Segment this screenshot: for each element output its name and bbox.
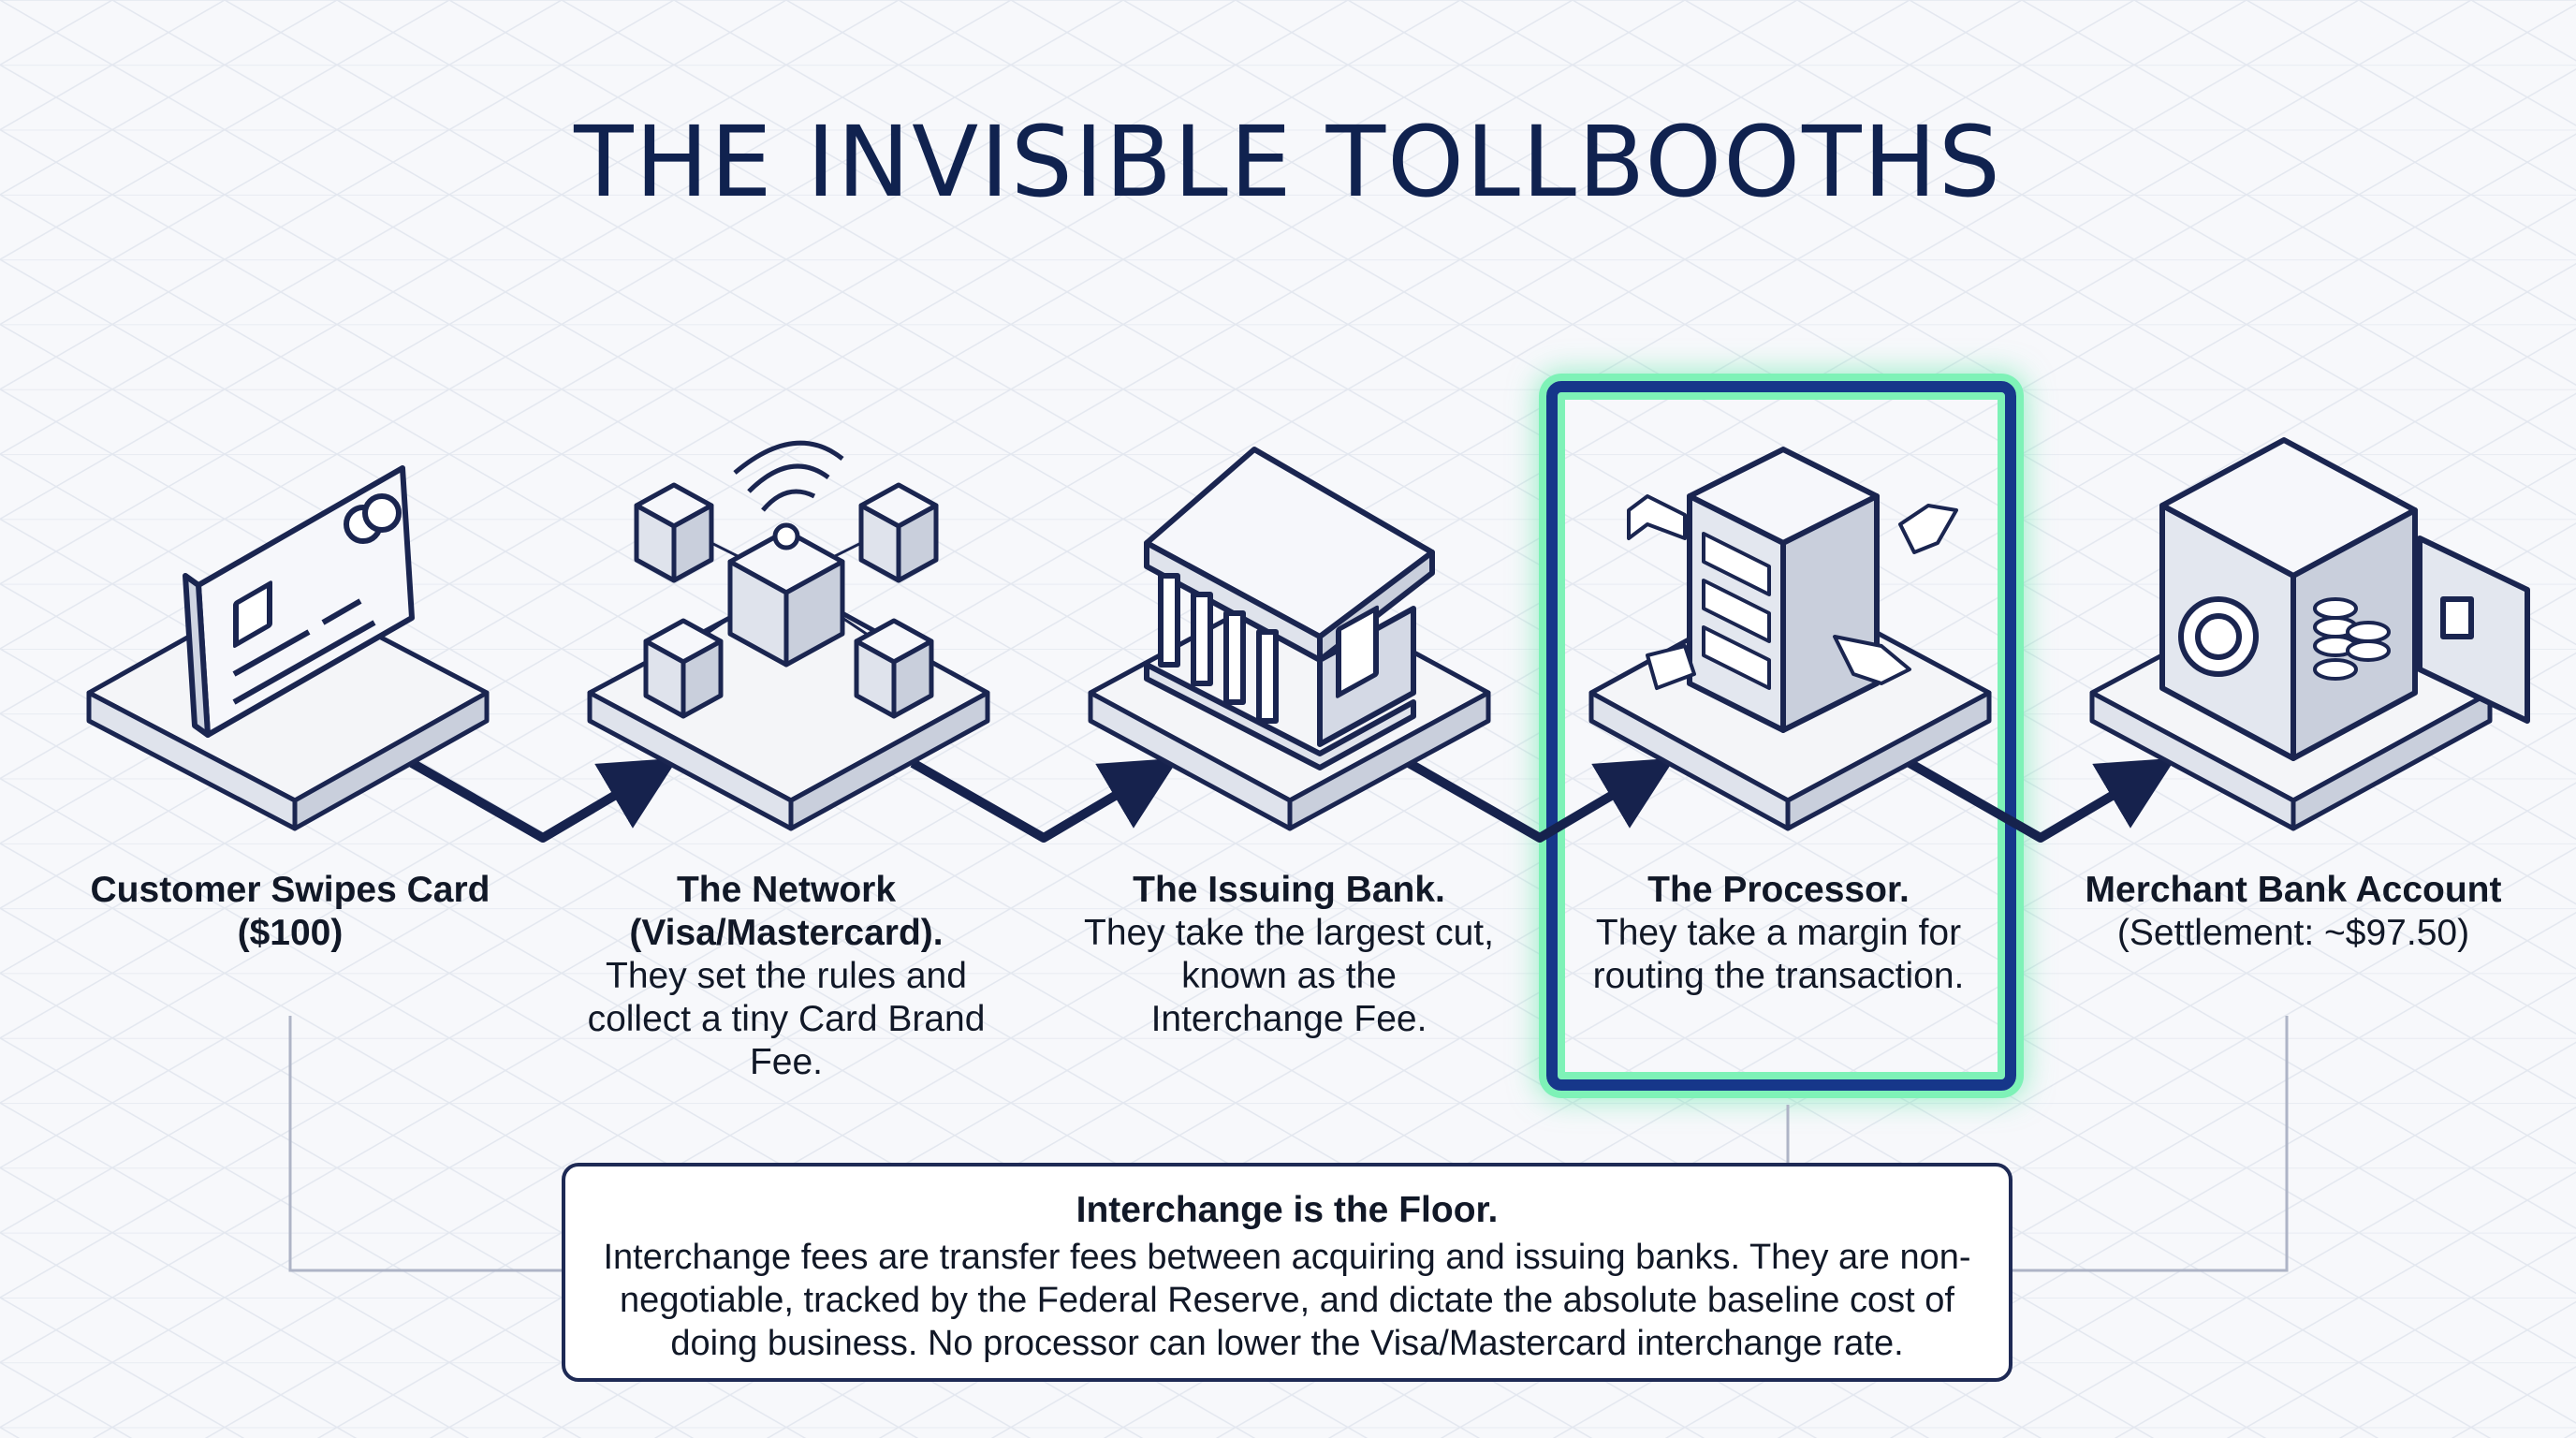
step-desc: They set the rules and collect a tiny Ca… bbox=[587, 956, 986, 1082]
note-title: Interchange is the Floor. bbox=[1076, 1190, 1499, 1230]
step-merchant: Merchant Bank Account (Settlement: ~$97.… bbox=[2059, 869, 2527, 955]
arrow-4 bbox=[1907, 757, 2176, 843]
server-processor-icon bbox=[1627, 447, 1958, 733]
step-title: Merchant Bank Account bbox=[2085, 870, 2502, 910]
bank-building-icon bbox=[1144, 447, 1435, 770]
step-customer: Customer Swipes Card ($100) bbox=[84, 869, 496, 955]
step-desc: They take a margin for routing the trans… bbox=[1592, 913, 1965, 996]
server-cube bbox=[854, 618, 934, 719]
interchange-note: Interchange is the Floor. Interchange fe… bbox=[562, 1163, 2012, 1382]
step-desc: (Settlement: ~$97.50) bbox=[2116, 913, 2470, 953]
connector-arrows bbox=[409, 757, 2176, 843]
step-processor: The Processor. They take a margin for ro… bbox=[1582, 869, 1975, 998]
page-title: THE INVISIBLE TOLLBOOTHS bbox=[574, 105, 2002, 219]
step-title: The Network (Visa/Mastercard). bbox=[629, 870, 944, 953]
step-issuing-bank: The Issuing Bank. They take the largest … bbox=[1083, 869, 1495, 1041]
central-hub bbox=[727, 528, 845, 668]
step-title: The Processor. bbox=[1647, 870, 1910, 910]
server-cube bbox=[634, 482, 714, 583]
processor-highlight-frame bbox=[1546, 381, 2016, 1091]
network-servers-icon bbox=[634, 440, 939, 719]
step-title: The Issuing Bank. bbox=[1133, 870, 1445, 910]
arrow-3 bbox=[1406, 757, 1676, 843]
server-cube bbox=[643, 618, 724, 719]
step-title: Customer Swipes Card ($100) bbox=[90, 870, 490, 953]
step-network: The Network (Visa/Mastercard). They set … bbox=[580, 869, 992, 1084]
arrow-1 bbox=[409, 757, 679, 843]
vault-safe-icon bbox=[2159, 437, 2530, 761]
credit-card-icon bbox=[183, 465, 415, 738]
leader-lines bbox=[288, 1016, 2289, 1272]
note-body: Interchange fees are transfer fees betwe… bbox=[603, 1238, 1971, 1363]
arrow-2 bbox=[910, 757, 1179, 843]
step-desc: They take the largest cut, known as the … bbox=[1084, 913, 1494, 1039]
server-cube bbox=[858, 482, 939, 583]
